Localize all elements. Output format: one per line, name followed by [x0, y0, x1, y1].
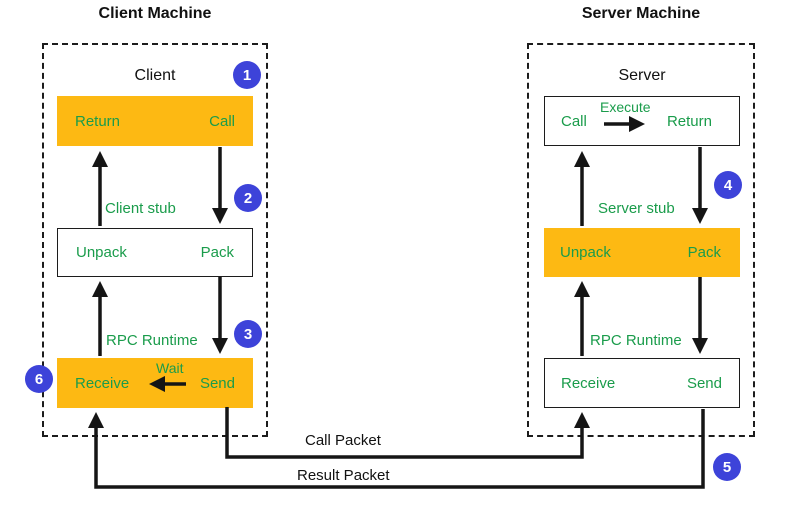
result-packet-label: Result Packet — [297, 467, 390, 484]
client-stub-layer-label: Client stub — [105, 200, 176, 217]
client-call-label: Call — [209, 112, 235, 130]
client-send-label: Send — [199, 374, 235, 392]
client-pack-label: Pack — [200, 244, 234, 261]
step-badge-3: 3 — [234, 320, 262, 348]
server-label: Server — [618, 67, 666, 84]
step-badge-1: 1 — [233, 61, 261, 89]
server-pack-label: Pack — [687, 244, 721, 261]
step-badge-6: 6 — [25, 365, 53, 393]
server-runtime-layer-label: RPC Runtime — [590, 332, 682, 349]
client-app-box: Return Call — [57, 96, 253, 146]
server-send-label: Send — [686, 374, 722, 392]
server-stub-layer-label: Server stub — [598, 200, 675, 217]
client-runtime-layer-label: RPC Runtime — [106, 332, 198, 349]
client-stub-box: Unpack Pack — [57, 228, 253, 277]
client-machine-title: Client Machine — [98, 5, 212, 22]
client-label: Client — [134, 67, 176, 84]
client-runtime-box: Receive Send — [57, 358, 253, 408]
server-stub-box: Unpack Pack — [544, 228, 740, 277]
client-receive-label: Receive — [75, 374, 130, 392]
client-return-label: Return — [75, 112, 121, 130]
server-return-label: Return — [666, 112, 712, 130]
call-packet-label: Call Packet — [305, 432, 381, 449]
step-badge-4: 4 — [714, 171, 742, 199]
server-receive-label: Receive — [561, 374, 616, 392]
step-badge-5: 5 — [713, 453, 741, 481]
client-unpack-label: Unpack — [76, 244, 127, 261]
wait-label: Wait — [156, 360, 184, 376]
server-machine-title: Server Machine — [581, 5, 701, 22]
step-badge-2: 2 — [234, 184, 262, 212]
server-unpack-label: Unpack — [560, 244, 611, 261]
server-runtime-box: Receive Send — [544, 358, 740, 408]
server-call-label: Call — [561, 112, 587, 130]
execute-label: Execute — [600, 99, 651, 115]
